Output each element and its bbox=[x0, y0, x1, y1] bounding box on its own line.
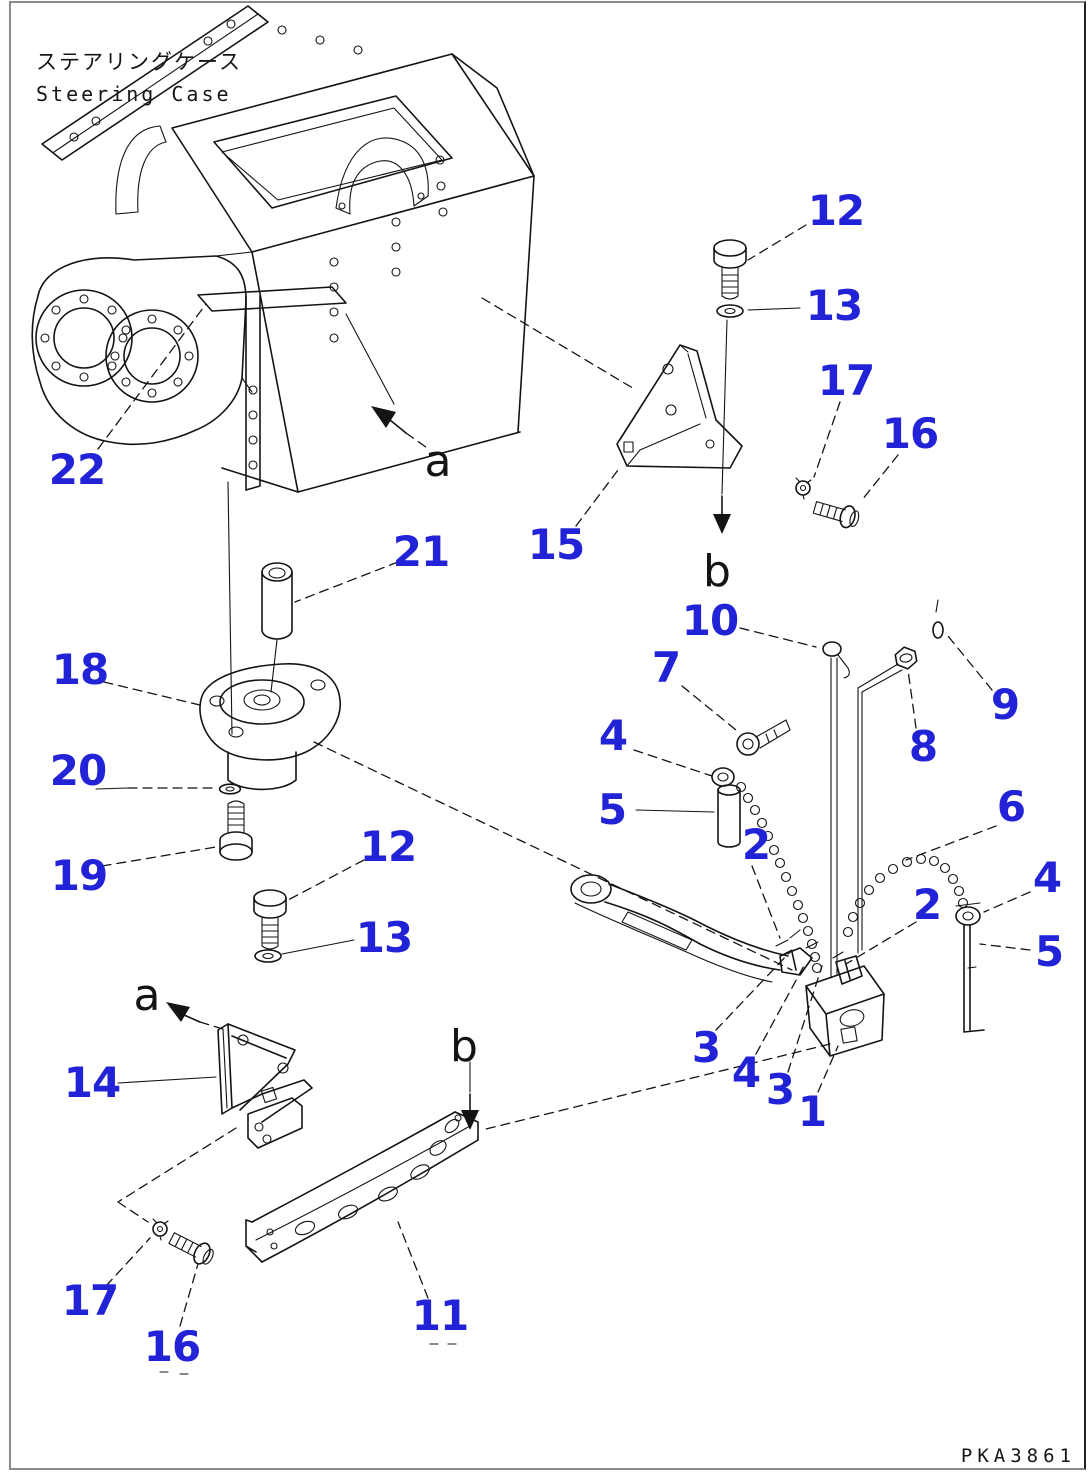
leader-bracket14-to-hardware bbox=[118, 1128, 236, 1222]
callout-17-top: 17 bbox=[817, 356, 875, 405]
callout-13-top: 13 bbox=[805, 281, 863, 330]
callout-12-top: 12 bbox=[807, 186, 865, 235]
title-block: ステアリングケース Steering Case bbox=[36, 46, 242, 106]
callout-9: 9 bbox=[990, 680, 1020, 729]
pin-21 bbox=[262, 563, 292, 692]
clevis-3-4-hardware bbox=[776, 940, 843, 958]
bracket-15 bbox=[617, 345, 742, 468]
install-axis-b-upper bbox=[713, 320, 731, 534]
callout-16-top: 16 bbox=[881, 409, 939, 458]
callout-2-right: 2 bbox=[912, 880, 942, 929]
nut-8 bbox=[893, 644, 919, 672]
callout-10: 10 bbox=[681, 596, 739, 645]
callout-3-right: 3 bbox=[765, 1065, 795, 1114]
callout-2-left: 2 bbox=[741, 820, 771, 869]
bolt-16-top bbox=[811, 496, 863, 532]
callout-4-right: 4 bbox=[1032, 853, 1062, 902]
chain-2 bbox=[737, 783, 822, 973]
view-letter-a-upper: a bbox=[424, 436, 452, 487]
bolt-12-left bbox=[253, 889, 287, 950]
steering-case bbox=[32, 6, 534, 734]
leader-lines bbox=[96, 225, 1030, 1326]
bracket-14 bbox=[218, 1024, 312, 1148]
view-a-upper-arrow bbox=[371, 406, 430, 450]
bolt-19 bbox=[219, 800, 253, 861]
callout-1: 1 bbox=[797, 1087, 827, 1136]
clip-17-bottom bbox=[152, 1218, 169, 1241]
drawing-number: PKA3861 bbox=[960, 1445, 1076, 1467]
install-axis-b-lower bbox=[461, 1044, 830, 1130]
hook-10-rod bbox=[823, 642, 849, 978]
callout-12-left: 12 bbox=[359, 822, 417, 871]
callout-5-left: 5 bbox=[597, 785, 627, 834]
bolt-16-bottom bbox=[165, 1227, 218, 1270]
view-letter-b-upper: b bbox=[703, 546, 731, 597]
view-a-lower-arrow bbox=[166, 1002, 226, 1030]
pin-5-left bbox=[718, 785, 740, 847]
pin-5-right bbox=[964, 925, 984, 1032]
bolt-12-top bbox=[713, 239, 747, 300]
callout-19: 19 bbox=[50, 851, 108, 900]
callout-4-center: 4 bbox=[731, 1048, 761, 1097]
callout-3-left: 3 bbox=[691, 1023, 721, 1072]
hook-9-rod bbox=[858, 600, 943, 953]
washer-13-left bbox=[254, 949, 282, 963]
toggle-4-right bbox=[956, 903, 980, 925]
title-english: Steering Case bbox=[36, 82, 232, 106]
title-japanese: ステアリングケース bbox=[36, 50, 242, 74]
callout-16-bottom: 16 bbox=[143, 1322, 201, 1371]
clip-17-top bbox=[795, 477, 812, 500]
callout-7: 7 bbox=[651, 643, 681, 692]
washer-20 bbox=[218, 783, 242, 795]
callout-15: 15 bbox=[527, 520, 585, 569]
callout-6: 6 bbox=[996, 782, 1026, 831]
lever-arm bbox=[571, 875, 812, 982]
shackle-4-left bbox=[712, 768, 734, 786]
arc-plate-11 bbox=[160, 1112, 478, 1374]
leader-case-to-bracket15 bbox=[482, 298, 636, 390]
view-letter-a-lower: a bbox=[133, 970, 161, 1021]
callout-22: 22 bbox=[48, 445, 106, 494]
callout-13-left: 13 bbox=[355, 913, 413, 962]
bolt-7 bbox=[737, 720, 790, 755]
leader-flange-to-anchor bbox=[314, 742, 792, 970]
callout-14: 14 bbox=[63, 1058, 121, 1107]
view-letter-b-lower: b bbox=[450, 1021, 478, 1072]
callout-18: 18 bbox=[51, 645, 109, 694]
callout-4-left: 4 bbox=[598, 711, 628, 760]
callout-8: 8 bbox=[908, 722, 938, 771]
flange-18 bbox=[200, 664, 340, 790]
callout-20: 20 bbox=[49, 746, 107, 795]
callout-5-right: 5 bbox=[1034, 927, 1064, 976]
washer-13-top bbox=[716, 304, 744, 318]
callout-11: 11 bbox=[411, 1291, 469, 1340]
callout-21: 21 bbox=[392, 527, 450, 576]
callout-17-bottom: 17 bbox=[61, 1276, 119, 1325]
